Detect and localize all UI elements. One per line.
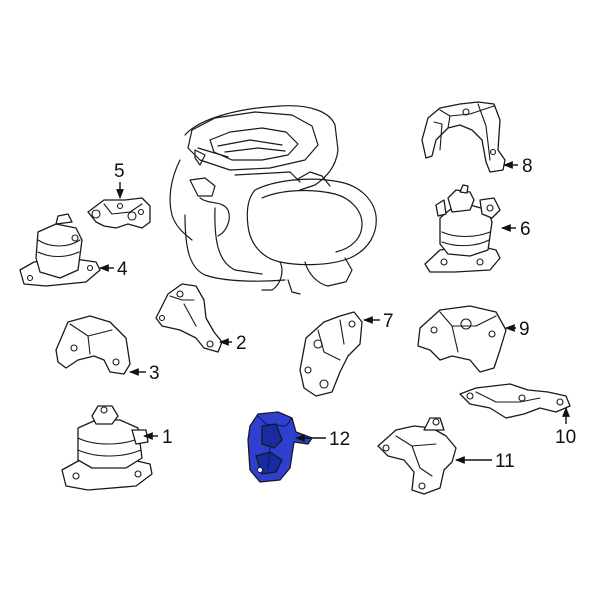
callout-9: 9 xyxy=(519,319,530,340)
engine-outline xyxy=(169,105,377,295)
callout-4: 4 xyxy=(117,259,128,280)
callout-12: 12 xyxy=(329,429,350,450)
callout-7: 7 xyxy=(383,311,394,332)
part-7-bracket xyxy=(299,311,363,397)
callout-10: 10 xyxy=(555,427,576,448)
callout-1: 1 xyxy=(162,427,173,448)
part-12-highlighted-mount xyxy=(247,411,313,483)
part-8-mount-bracket xyxy=(421,101,506,173)
part-2-stay-bracket xyxy=(155,283,223,353)
part-9-mount-bracket xyxy=(417,305,507,373)
part-1-hydraulic-mount xyxy=(61,405,153,491)
leader-lines xyxy=(99,161,570,464)
callout-2: 2 xyxy=(236,333,247,354)
callout-11: 11 xyxy=(495,451,515,472)
callout-8: 8 xyxy=(522,156,533,177)
part-10-stay-bracket xyxy=(459,383,571,419)
part-5-small-bracket xyxy=(87,197,151,229)
callout-6: 6 xyxy=(520,219,531,240)
part-4-mount xyxy=(19,213,101,287)
callout-3: 3 xyxy=(149,363,160,384)
part-11-mount-assembly xyxy=(377,417,457,495)
part-6-hydraulic-mount xyxy=(424,184,501,273)
callout-5: 5 xyxy=(114,161,125,182)
callout-labels: 1 2 3 4 5 6 7 8 9 10 11 12 xyxy=(114,156,576,472)
part-3-bracket xyxy=(55,315,131,375)
